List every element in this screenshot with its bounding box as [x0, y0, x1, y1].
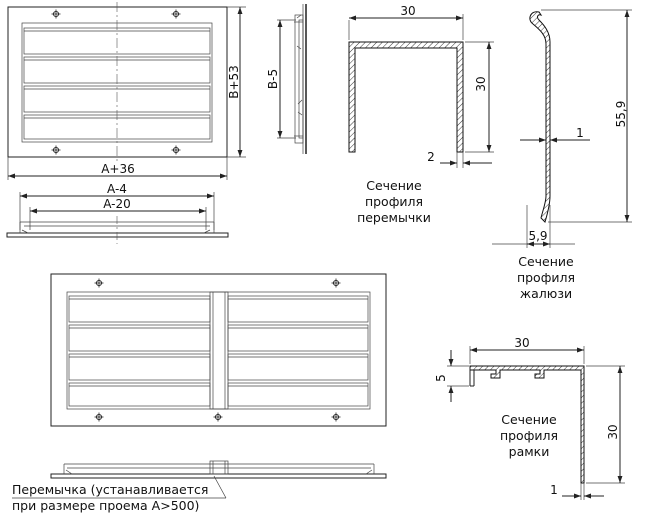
dim-label: 55,9: [614, 101, 628, 128]
caption-line: рамки: [509, 444, 550, 459]
dim-a-minus-20: A-20: [29, 197, 207, 230]
large-grille-bottom-view: [50, 460, 387, 479]
screw-icon: [171, 9, 181, 19]
dim-label: A-4: [107, 182, 127, 196]
screw-icon: [51, 9, 61, 19]
caption-line: профиля: [517, 270, 575, 285]
screw-icon: [94, 278, 104, 288]
dim-label: 1: [550, 483, 558, 497]
screw-icon: [51, 145, 61, 155]
dim-label: B+53: [227, 65, 241, 99]
dim-label: 5: [434, 374, 448, 382]
screw-icon: [213, 412, 223, 422]
crossbar-note: Перемычка (устанавливается при размере п…: [12, 475, 227, 513]
frame-profile-section: 30 5 30 1 Сечение профиля рамки: [434, 336, 625, 500]
dim-b-minus-5: B-5: [266, 19, 296, 139]
caption-line: Сечение: [501, 412, 557, 427]
dim-b-plus-53: B+53: [227, 6, 246, 158]
dim-label: 30: [400, 4, 415, 18]
caption-line: Сечение: [518, 254, 574, 269]
screw-icon: [171, 145, 181, 155]
screw-icon: [94, 412, 104, 422]
caption-line: профиля: [365, 194, 423, 209]
dim-label: 1: [576, 126, 584, 140]
note-line: Перемычка (устанавливается: [12, 482, 208, 497]
large-grille-front-view: [50, 273, 387, 427]
louver-profile-section: 55,9 1 5,9 Сечение профиля жалюзи: [492, 9, 632, 301]
small-grille-front-view: [7, 2, 228, 162]
dim-label: 2: [427, 150, 435, 164]
dim-a-minus-4: A-4: [19, 182, 215, 230]
screw-icon: [331, 278, 341, 288]
screw-icon: [331, 412, 341, 422]
crossbar-profile-section: 30 30 2 Сечение профиля перемычки: [348, 4, 494, 225]
dim-label: 5,9: [528, 229, 547, 243]
dim-label: A-20: [103, 197, 131, 211]
caption-line: жалюзи: [520, 286, 572, 301]
dim-label: 30: [514, 336, 529, 350]
caption-line: перемычки: [357, 210, 431, 225]
caption-line: Сечение: [366, 178, 422, 193]
caption-line: профиля: [500, 428, 558, 443]
note-line: при размере проема А>500): [12, 498, 199, 513]
dim-label: B-5: [266, 69, 280, 89]
dim-label: 30: [474, 76, 488, 91]
grille-side-view: [294, 4, 307, 154]
dim-label: A+36: [101, 162, 135, 176]
small-grille-bottom-view: [6, 216, 229, 244]
dim-label: 30: [606, 424, 620, 439]
dim-a-plus-36: A+36: [7, 157, 228, 180]
